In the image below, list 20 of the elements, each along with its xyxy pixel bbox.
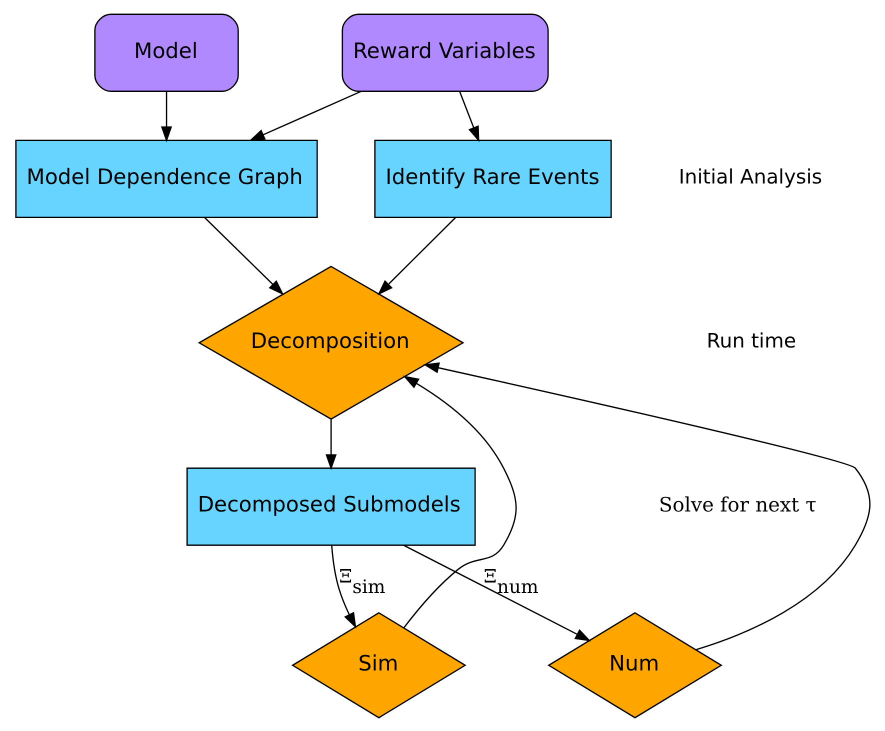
label: Run time xyxy=(706,328,796,352)
node-box: Identify Rare Events xyxy=(374,139,612,218)
node-box: Decomposed Submodels xyxy=(186,467,476,546)
arrow xyxy=(422,362,870,650)
arrow xyxy=(403,544,591,641)
node-box: Model xyxy=(94,13,238,92)
label: Initial Analysis xyxy=(678,165,822,188)
node-box: Model Dependence Graph xyxy=(14,139,318,218)
node-diamond: Num xyxy=(546,612,722,718)
node-diamond: Decomposition xyxy=(197,265,464,420)
arrow xyxy=(458,90,479,142)
arrow xyxy=(160,91,172,142)
node-box: Reward Variables xyxy=(341,13,548,92)
arrow xyxy=(204,216,284,295)
arrow xyxy=(325,419,336,470)
arrow xyxy=(330,544,356,628)
arrow xyxy=(377,216,456,295)
arrow xyxy=(402,375,516,628)
arrow xyxy=(248,90,361,141)
label: Solve for next τ xyxy=(658,492,816,516)
